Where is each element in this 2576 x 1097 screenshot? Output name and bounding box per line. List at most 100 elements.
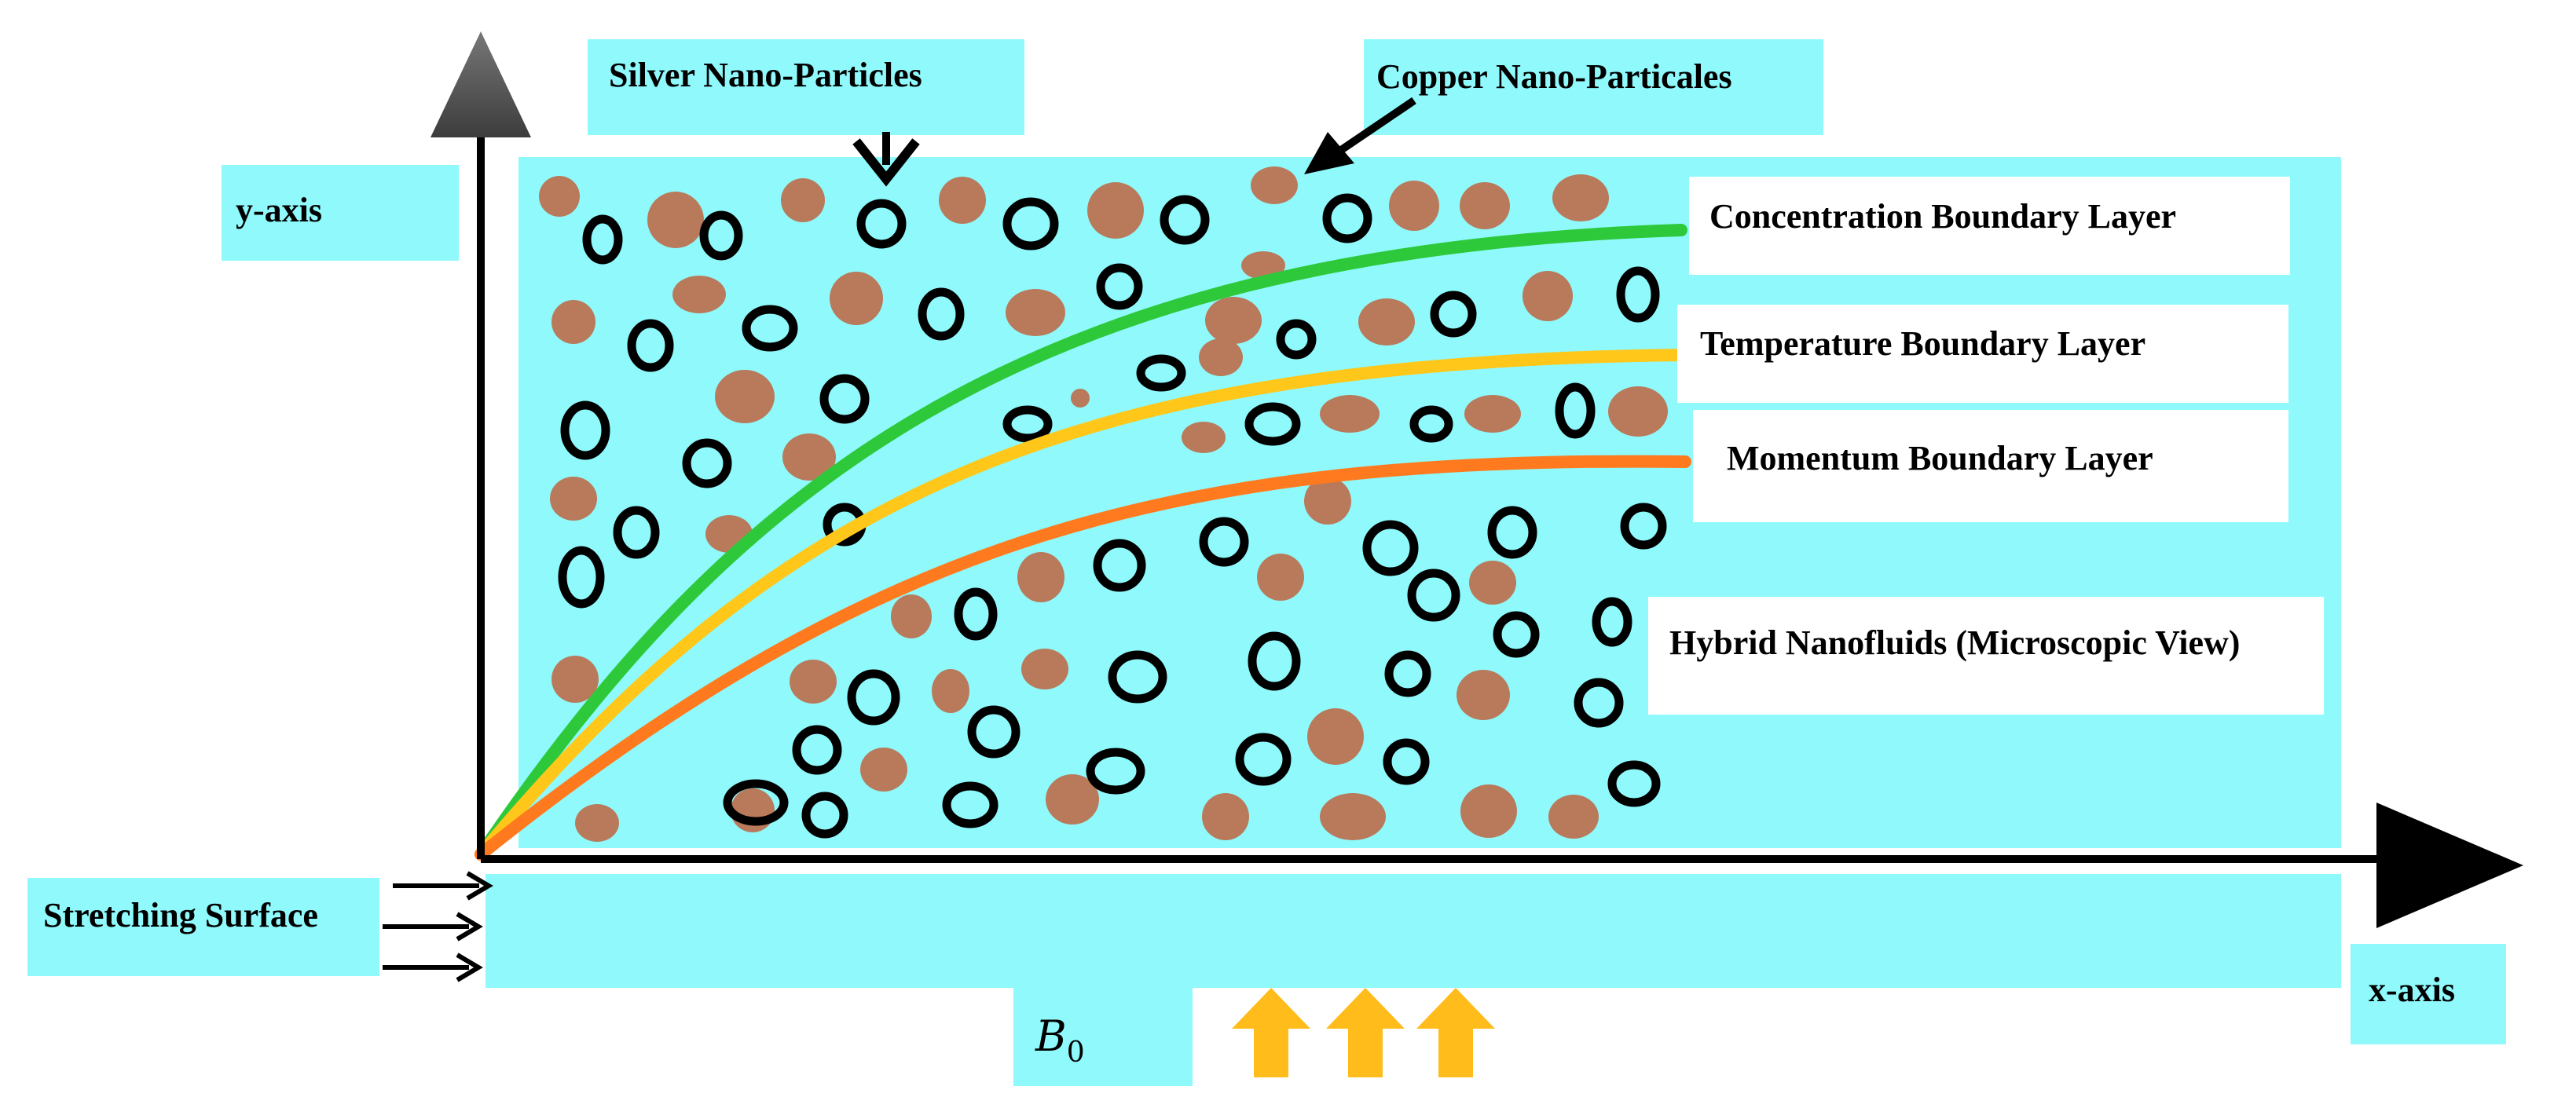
copper-particle: [891, 594, 932, 638]
copper-particle: [1460, 784, 1517, 838]
temperature-label: Temperature Boundary Layer: [1700, 324, 2145, 363]
momentum-label-box: [1693, 410, 2288, 522]
silver-particle: [801, 792, 848, 839]
x-axis-label-box: [2351, 944, 2506, 1044]
y-axis-label: y-axis: [236, 191, 322, 229]
stretching-label-box: [27, 878, 379, 976]
silver-particle: [792, 725, 842, 775]
copper-particle: [1552, 174, 1609, 221]
copper-particle: [1320, 793, 1386, 840]
copper-particle: [1202, 793, 1249, 840]
silver-particles: [558, 193, 1667, 839]
copper-particle: [672, 276, 726, 313]
copper-particle: [790, 660, 837, 704]
silver-particle: [1620, 503, 1667, 550]
silver-particle: [613, 506, 660, 559]
silver-particle: [699, 210, 743, 261]
copper-label-box: [1364, 39, 1823, 135]
stretching-label: Stretching Surface: [43, 896, 318, 934]
copper-particle: [1241, 251, 1285, 280]
magnetic-field-arrow: [1326, 988, 1405, 1077]
silver-particle: [967, 705, 1021, 759]
magnetic-field-arrow: [1232, 988, 1310, 1077]
silver-particle: [1002, 197, 1059, 250]
copper-particle: [1304, 477, 1351, 525]
copper-particle: [939, 177, 986, 224]
copper-particle: [1548, 795, 1599, 839]
silver-particle: [1362, 520, 1419, 576]
silver-particle: [1276, 319, 1317, 360]
silver-particle: [627, 319, 674, 372]
x-axis-label: x-axis: [2369, 971, 2455, 1009]
silver-particle: [847, 669, 900, 726]
copper-particle: [830, 272, 883, 325]
copper-particle: [1199, 338, 1243, 376]
silver-particle: [1199, 517, 1249, 567]
copper-particle: [1464, 395, 1521, 433]
field-label-box: [1013, 988, 1193, 1086]
silver-particle: [1235, 733, 1292, 786]
silver-particle: [1607, 760, 1661, 807]
copper-particle: [1182, 422, 1226, 453]
copper-particle: [551, 656, 599, 703]
stretching-surface-band: [486, 874, 2341, 988]
silver-particle: [1592, 597, 1632, 647]
silver-particle: [742, 305, 798, 352]
stretching-arrow: [383, 953, 483, 982]
copper-particle: [782, 433, 836, 481]
silver-particle: [1383, 738, 1430, 785]
copper-particle: [1457, 670, 1510, 720]
momentum-boundary-layer-curve: [475, 455, 1691, 861]
silver-particle: [1096, 263, 1143, 310]
silver-particle: [1384, 650, 1431, 697]
silver-particle: [560, 400, 610, 460]
silver-particle: [1493, 611, 1540, 658]
magnetic-field-arrows: [1232, 988, 1495, 1077]
silver-label: Silver Nano-Particles: [609, 56, 922, 94]
silver-particle: [682, 438, 732, 488]
copper-label: Copper Nano-Particales: [1376, 57, 1732, 96]
temperature-label-box: [1677, 305, 2288, 403]
concentration-label: Concentration Boundary Layer: [1709, 197, 2176, 236]
copper-particle: [1021, 649, 1068, 689]
y-axis-label-box: [222, 165, 459, 261]
silver-particle: [582, 214, 623, 265]
copper-particle: [1087, 182, 1144, 239]
copper-particle: [1469, 561, 1516, 605]
copper-particle: [539, 176, 580, 217]
silver-particle: [1430, 291, 1477, 338]
copper-particle: [1257, 554, 1304, 601]
hybrid-label: Hybrid Nanofluids (Microscopic View): [1669, 623, 2240, 662]
temperature-boundary-layer-curve: [475, 349, 1691, 861]
concentration-label-box: [1689, 177, 2290, 275]
copper-particle: [1071, 389, 1090, 408]
copper-particle: [1006, 289, 1065, 336]
silver-particle: [1616, 266, 1660, 323]
field-subscript: 0: [1067, 1037, 1085, 1069]
copper-particle: [647, 192, 704, 248]
silver-particle: [1108, 650, 1167, 704]
silver-particle: [918, 287, 965, 341]
silver-particle: [942, 781, 999, 828]
stretching-arrow: [383, 912, 483, 942]
silver-particle: [1086, 748, 1145, 795]
copper-particle: [1358, 298, 1415, 346]
silver-particle: [1574, 678, 1624, 728]
silver-particle: [1555, 382, 1596, 439]
copper-particle: [1307, 708, 1364, 765]
silver-particle: [954, 587, 998, 641]
copper-particle: [1320, 395, 1380, 433]
silver-label-box: [588, 39, 1024, 135]
copper-particle: [1389, 181, 1439, 231]
copper-particle: [860, 748, 907, 792]
copper-particle: [1523, 271, 1573, 321]
silver-particle: [1160, 195, 1210, 245]
magnetic-field-arrow: [1416, 988, 1495, 1077]
copper-pointer-arrow: [1304, 97, 1416, 174]
copper-particle: [781, 178, 825, 222]
copper-particle: [1608, 386, 1668, 437]
silver-particle: [1322, 193, 1372, 243]
silver-particle: [1093, 539, 1146, 592]
copper-particle: [1251, 166, 1298, 204]
